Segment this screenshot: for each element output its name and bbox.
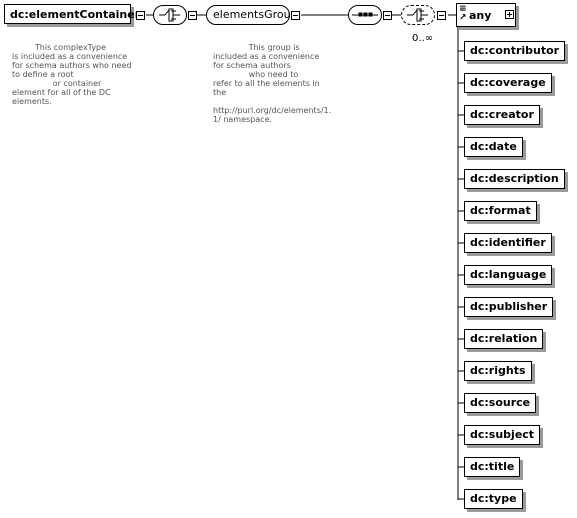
any-element-label: any <box>469 9 492 22</box>
element-box-format[interactable]: dc:format <box>464 201 537 221</box>
element-box-contributor[interactable]: dc:contributor <box>464 41 566 61</box>
choice-collapse-icon[interactable] <box>437 11 446 20</box>
sequence-dots-icon <box>352 12 378 17</box>
element-label: dc:description <box>470 172 559 185</box>
elements-group-box[interactable]: elementsGroup <box>206 5 298 25</box>
element-box-relation[interactable]: dc:relation <box>464 329 544 349</box>
element-label: dc:creator <box>470 108 534 121</box>
root-element-box[interactable]: dc:elementContainer <box>4 4 140 24</box>
any-expand-icon[interactable] <box>505 10 514 19</box>
element-box-title[interactable]: dc:title <box>464 457 521 477</box>
element-label: dc:subject <box>470 428 535 441</box>
root-description: This complexType is included as a conven… <box>12 43 132 106</box>
element-label: dc:rights <box>470 364 526 377</box>
element-box-description[interactable]: dc:description <box>464 169 565 189</box>
choice-occurrence-label: 0..∞ <box>412 33 434 44</box>
group-description: This group is included as a convenience … <box>213 43 332 124</box>
element-label: dc:relation <box>470 332 538 345</box>
element-box-coverage[interactable]: dc:coverage <box>464 73 552 93</box>
element-label: dc:source <box>470 396 531 409</box>
element-label: dc:type <box>470 492 517 505</box>
element-box-subject[interactable]: dc:subject <box>464 425 541 445</box>
element-box-publisher[interactable]: dc:publisher <box>464 297 554 317</box>
root-element-label: dc:elementContainer <box>10 8 141 21</box>
sequence-dots-collapse-icon[interactable] <box>383 11 392 20</box>
element-label: dc:date <box>470 140 517 153</box>
element-label: dc:title <box>470 460 515 473</box>
element-label: dc:contributor <box>470 44 560 57</box>
group-label: elementsGroup <box>213 8 298 21</box>
sequence-dots-compositor[interactable] <box>348 5 382 25</box>
element-label: dc:identifier <box>470 236 546 249</box>
wildcard-icon: ≡↗ <box>459 4 467 23</box>
sequence-collapse-icon[interactable] <box>188 11 197 20</box>
element-box-rights[interactable]: dc:rights <box>464 361 532 381</box>
element-box-type[interactable]: dc:type <box>464 489 523 509</box>
sequence-compositor[interactable] <box>153 5 187 25</box>
element-label: dc:language <box>470 268 547 281</box>
element-box-date[interactable]: dc:date <box>464 137 523 157</box>
group-collapse-icon[interactable] <box>291 11 300 20</box>
choice-compositor[interactable] <box>401 5 435 25</box>
element-label: dc:format <box>470 204 531 217</box>
choice-icon <box>407 8 428 22</box>
element-label: dc:publisher <box>470 300 548 313</box>
element-box-language[interactable]: dc:language <box>464 265 553 285</box>
sequence-icon <box>159 8 180 22</box>
root-collapse-icon[interactable] <box>136 11 145 20</box>
element-box-source[interactable]: dc:source <box>464 393 537 413</box>
any-element-box[interactable]: ≡↗ any <box>456 3 516 27</box>
element-label: dc:coverage <box>470 76 546 89</box>
element-box-identifier[interactable]: dc:identifier <box>464 233 552 253</box>
element-box-creator[interactable]: dc:creator <box>464 105 540 125</box>
